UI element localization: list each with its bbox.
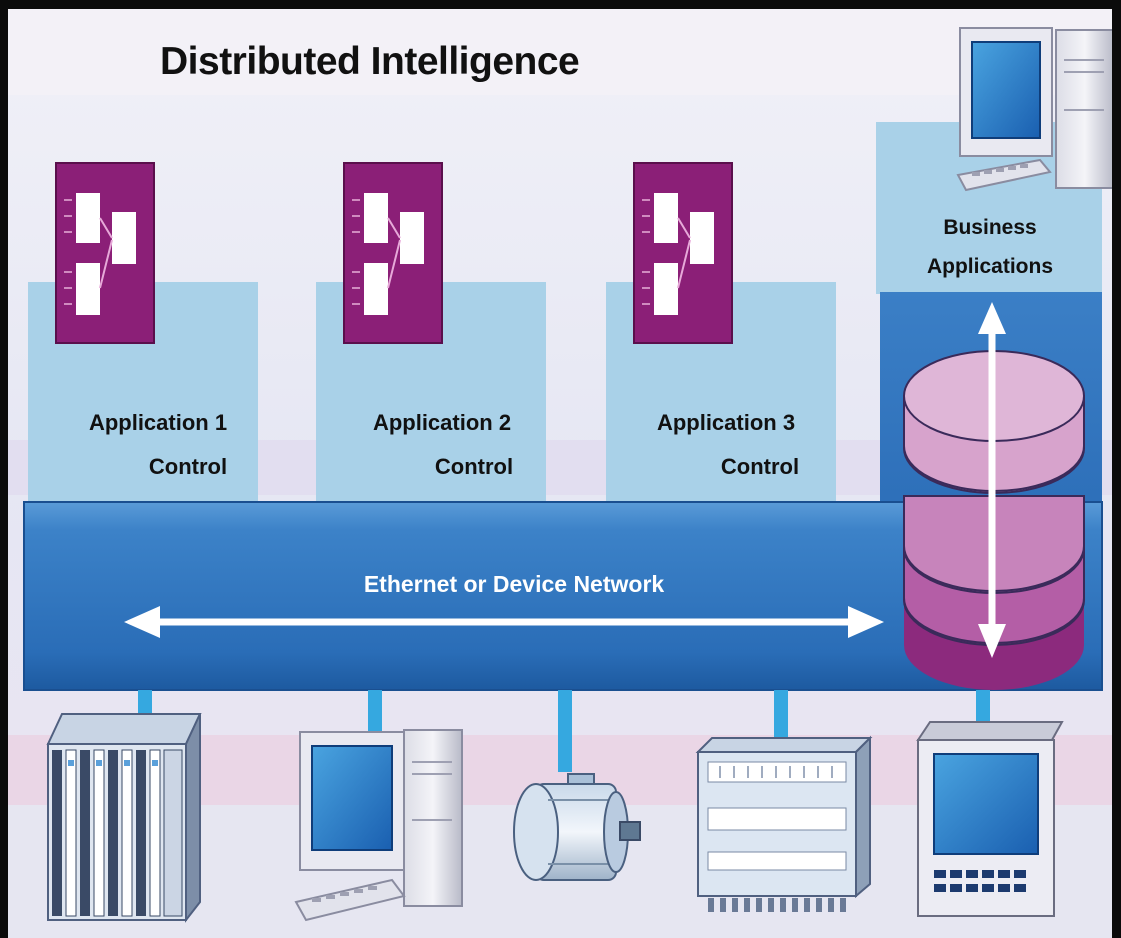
network-label: Ethernet or Device Network [364,571,665,597]
hmi-terminal-icon [916,721,1064,917]
vertical-arrow [978,302,1006,658]
app1-label-line2: Control [149,454,227,479]
plc-rack-icon [46,713,202,923]
app3-module-icon [633,162,733,344]
app2-module-icon [343,162,443,344]
business-label-line2: Applications [927,255,1053,278]
desktop-pc-icon [294,729,463,922]
database-stack-icon [903,350,1085,690]
app3-label-line1: Application 3 [657,410,795,435]
network-arrow [124,606,884,638]
diagram-title: Distributed Intelligence [160,40,580,83]
app1-label-line1: Application 1 [89,410,227,435]
title-band [0,0,1121,95]
business-computer-icon [956,27,1115,192]
app3-label-line2: Control [721,454,799,479]
business-label-line1: Business [943,216,1036,239]
servo-motor-icon [513,773,641,881]
app2-label-line2: Control [435,454,513,479]
network-connectors [138,690,990,772]
app1-module-icon [55,162,155,344]
io-module-icon [695,735,873,912]
app2-label-line1: Application 2 [373,410,511,435]
